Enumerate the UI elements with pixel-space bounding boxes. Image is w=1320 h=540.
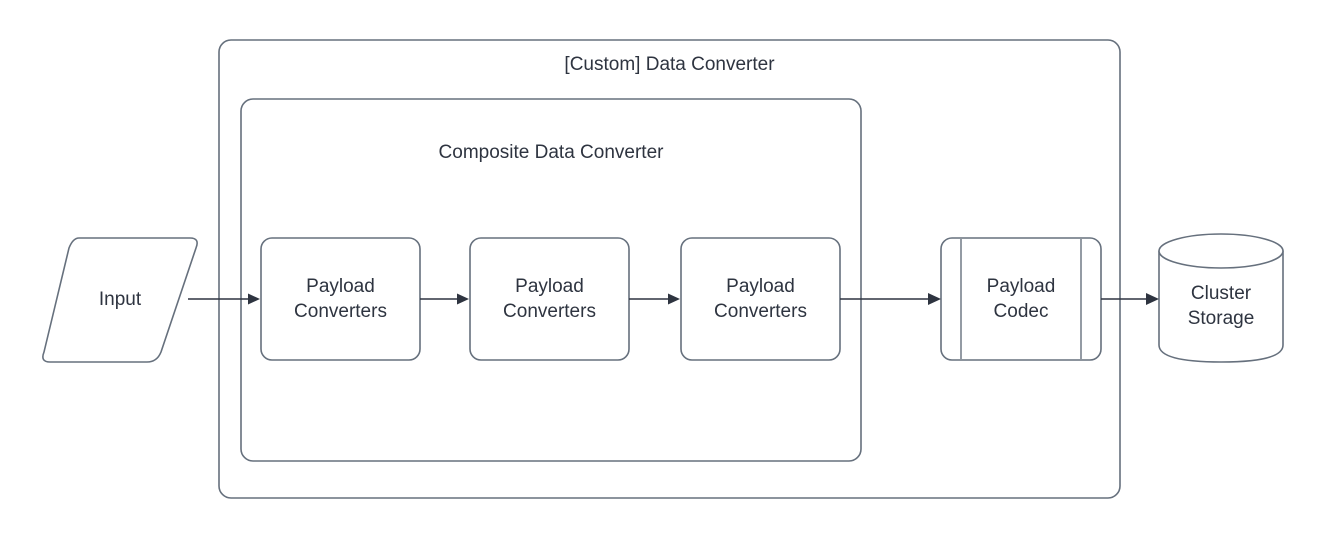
connector-converter-1-to-converter-2-arrowhead <box>457 293 469 305</box>
connector-codec-to-storage-arrowhead <box>1146 293 1159 305</box>
node-cluster-storage-top <box>1158 233 1284 269</box>
connector-converter-3-to-codec-arrowhead <box>928 293 941 305</box>
node-payload-converters-3-label: Payload Converters <box>714 276 807 322</box>
connector-converter-2-to-converter-3-arrowhead <box>668 293 680 305</box>
container-composite-data-converter-label: Composite Data Converter <box>438 142 664 163</box>
container-custom-data-converter-label: [Custom] Data Converter <box>564 54 775 75</box>
node-cluster-storage-label: Cluster Storage <box>1187 283 1255 329</box>
connector-input-to-converter-1-arrowhead <box>248 293 260 305</box>
node-cluster-storage-body[interactable] <box>1158 250 1284 363</box>
node-payload-codec-label: Payload Codec <box>986 276 1056 322</box>
node-input-shape[interactable] <box>42 237 198 363</box>
node-input-label: Input <box>98 289 142 310</box>
node-payload-converters-1-label: Payload Converters <box>294 276 387 322</box>
node-payload-converters-2-label: Payload Converters <box>503 276 596 322</box>
